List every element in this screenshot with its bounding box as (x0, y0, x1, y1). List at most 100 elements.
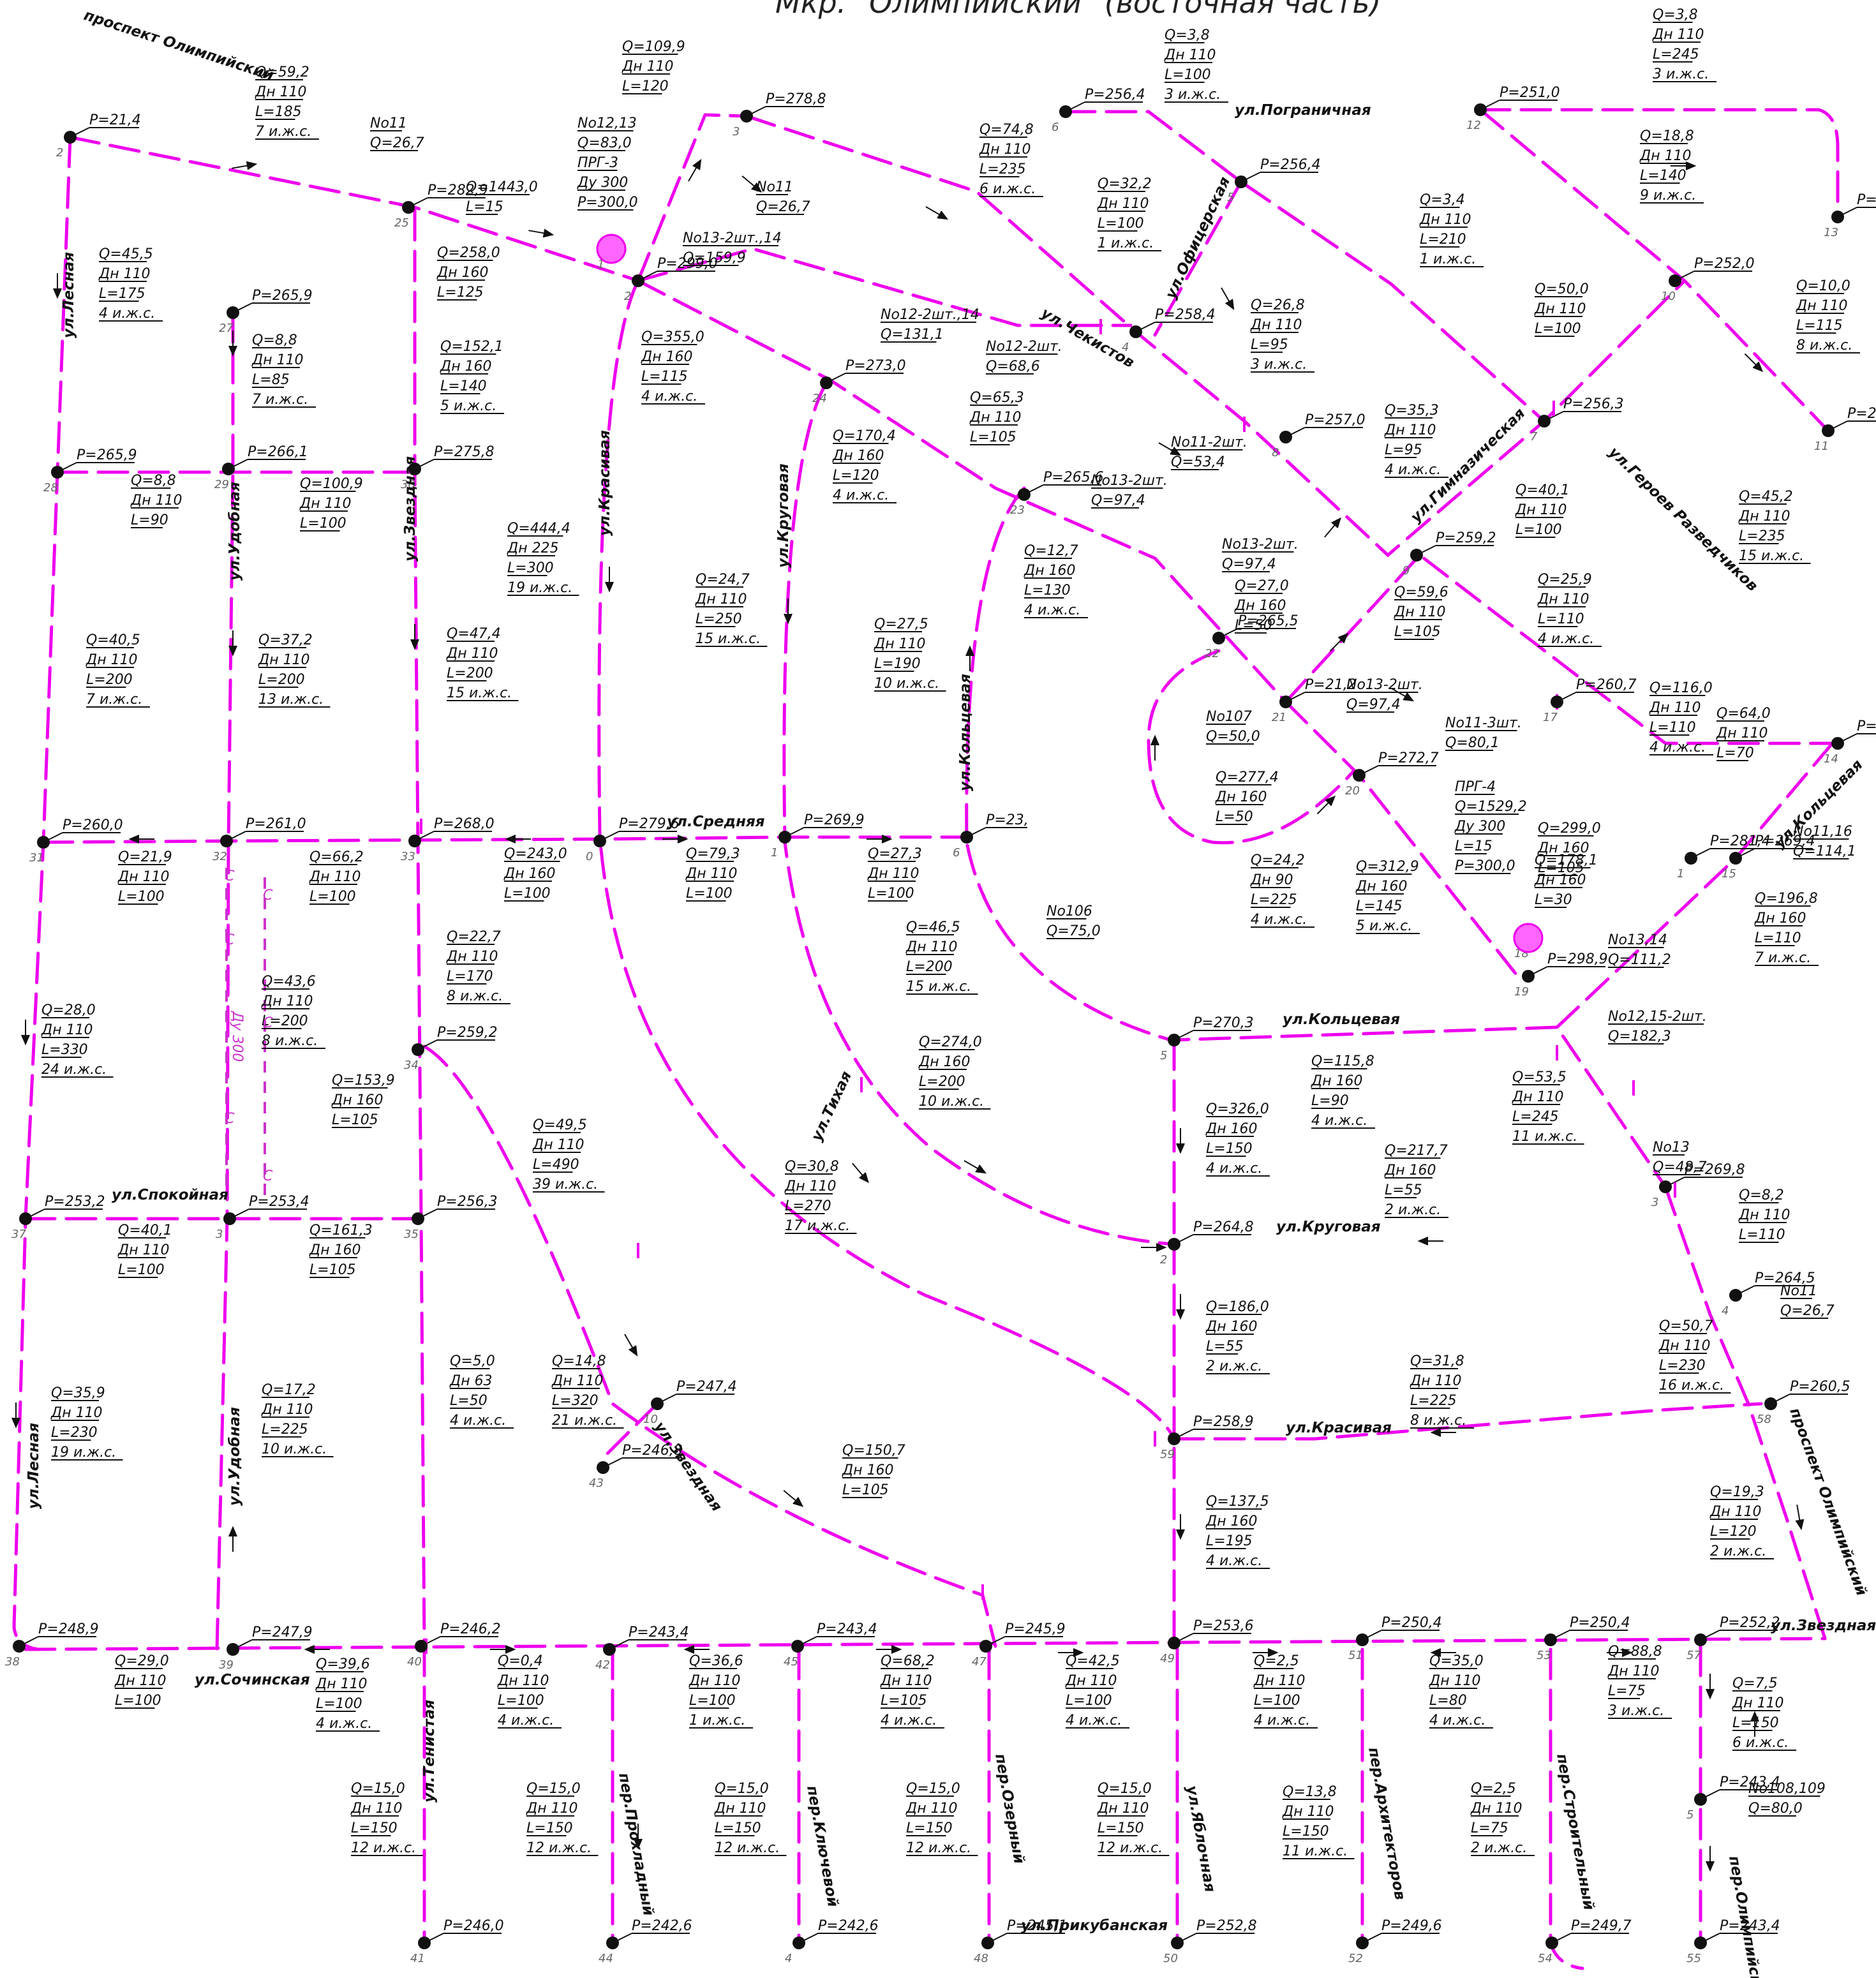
label-line: 6 и.ж.с. (979, 181, 1036, 197)
label-line: 11 и.ж.с. (1512, 1129, 1577, 1145)
street-name: ул.Тихая (808, 1069, 855, 1144)
label-line: Q=2,5 (1254, 1653, 1299, 1669)
node-id: 3 (216, 1228, 223, 1241)
node-id: 10 (643, 1413, 658, 1426)
label-line: Дн 110 (685, 866, 738, 882)
label-line: L=100 (118, 1262, 165, 1278)
label-line: Q=42,5 (1066, 1653, 1120, 1669)
node-pressure: P=249,7 (1571, 1918, 1632, 1934)
flow-arrow (232, 161, 258, 170)
label-line: L=115 (1796, 318, 1843, 334)
pipe-node (1129, 325, 1142, 338)
label-line: L=490 (533, 1157, 579, 1173)
flow-arrow (925, 206, 949, 220)
label-line: Q=1529,2 (1455, 799, 1527, 815)
segment-label: Q=5,0Дн 63L=504 и.ж.с. (449, 1353, 514, 1429)
label-line: 1 и.ж.с. (1098, 235, 1154, 251)
label-line: 24 и.ж.с. (41, 1062, 107, 1078)
label-line: L=210 (1420, 232, 1466, 248)
node-id: 42 (595, 1658, 610, 1672)
pipe-node (603, 1643, 616, 1656)
label-line: 7 и.ж.с. (1755, 950, 1811, 966)
node-pressure: P=270,3 (1193, 1015, 1254, 1031)
pipe-segment (782, 381, 1176, 1246)
label-line: No12-2шт.,14 (881, 307, 979, 323)
label-line: L=120 (833, 468, 879, 484)
label-line: Q=277,4 (1216, 770, 1279, 785)
label-line: Дн 110 (315, 1676, 368, 1692)
label-line: Дн 160 (331, 1092, 383, 1108)
label-line: Ду 300 (1454, 819, 1505, 835)
label-line: Дн 110 (1649, 700, 1701, 716)
label-line: Дн 160 (440, 359, 492, 375)
label-line: L=190 (874, 656, 921, 672)
label-line: Q=22,7 (447, 929, 501, 945)
flow-arrow (1607, 1648, 1633, 1657)
label-line: L=300 (507, 560, 554, 576)
label-line: Q=59,6 (1394, 584, 1448, 600)
label-line: Q=68,6 (986, 359, 1040, 375)
label-line: L=100 (316, 1696, 362, 1712)
label-line: 5 и.ж.с. (1356, 918, 1412, 934)
label-line: Q=37,2 (258, 632, 313, 648)
label-line: 12 и.ж.с. (906, 1840, 971, 1856)
node-pressure: P=259,2 (437, 1025, 498, 1041)
node-id: 2 (56, 146, 63, 160)
pipe-node (1544, 1633, 1557, 1646)
label-line: Q=109,9 (622, 39, 685, 55)
pipe-node (1168, 1637, 1180, 1649)
label-line: Q=53,5 (1512, 1069, 1567, 1085)
node-id: 5 (1686, 1808, 1694, 1822)
label-line: L=245 (1512, 1109, 1559, 1125)
label-line: Дн 110 (1429, 1673, 1481, 1689)
pipe-node (960, 831, 973, 844)
label-line: Q=29,0 (115, 1653, 169, 1669)
street-name: ул.Лесная (61, 252, 77, 338)
label-line: 4 и.ж.с. (833, 487, 889, 503)
label-line: Дн 110 (1384, 422, 1436, 438)
pipe-node (408, 463, 421, 475)
pipe-node (1212, 632, 1225, 644)
consumer-label: No12-2шт.,14Q=131,1 (881, 307, 979, 343)
label-line: Q=312,9 (1356, 859, 1419, 875)
label-line: Q=74,8 (979, 122, 1034, 138)
node-pressure: P=251,0 (1500, 85, 1560, 101)
label-line: 15 и.ж.с. (696, 631, 761, 647)
pipe-node (227, 306, 239, 319)
pipe-node (1538, 415, 1551, 428)
node-id: 3 (1651, 1196, 1658, 1209)
pipe-node (412, 1212, 424, 1225)
pipe-segment (12, 135, 72, 1651)
node-id: 10 (1661, 290, 1676, 303)
label-line: Дн 160 (832, 448, 884, 464)
label-line: Q=137,5 (1206, 1494, 1269, 1510)
consumer-label: No13-2шт.,14Q=159,9 (683, 230, 782, 266)
label-line: Q=3,8 (1653, 7, 1698, 23)
node-id: 0 (586, 850, 593, 863)
label-line: 4 и.ж.с. (1429, 1713, 1485, 1729)
consumer-label: No11,16Q=114,1 (1793, 824, 1856, 859)
node-id: 2 (1160, 1253, 1167, 1267)
label-line: Q=15,0 (715, 1781, 769, 1797)
label-line: 1 и.ж.с. (689, 1713, 745, 1729)
label-line: L=15 (466, 199, 503, 215)
flow-arrow (965, 645, 974, 671)
pipe-node (223, 1212, 236, 1225)
label-line: Q=27,5 (874, 616, 928, 632)
